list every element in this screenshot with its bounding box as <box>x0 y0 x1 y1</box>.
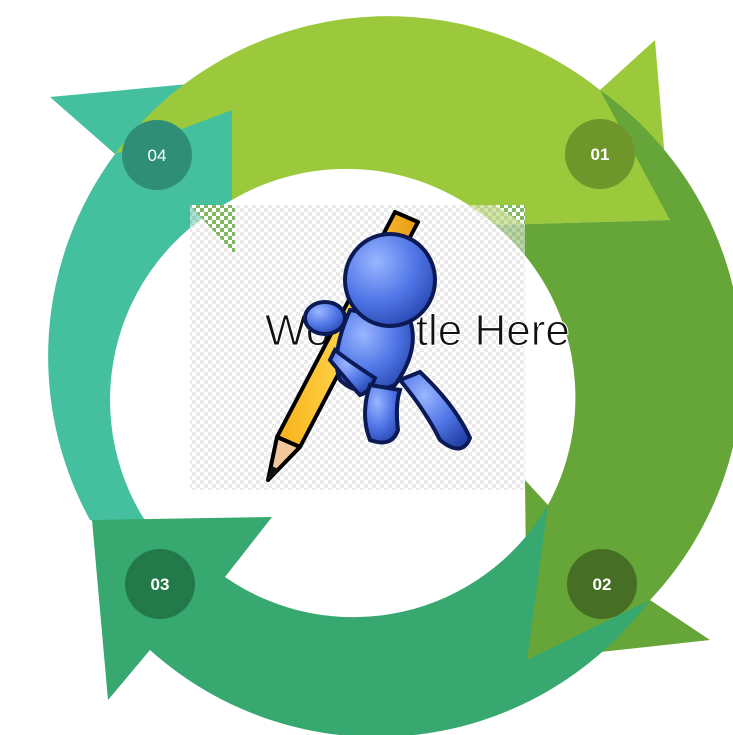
cycle-arrow-01 <box>115 16 670 226</box>
cycle-arrow-02 <box>495 90 733 660</box>
step-label-04: 04 <box>148 146 167 165</box>
center-clipart: Word Title Here <box>190 205 570 490</box>
checker-corner-right <box>495 205 525 225</box>
step-badge-01: 01 <box>565 119 635 189</box>
step-label-02: 02 <box>593 575 612 594</box>
person-figure-icon <box>303 232 473 451</box>
checker-corner-left <box>190 205 235 255</box>
step-label-03: 03 <box>151 575 170 594</box>
cycle-arrow-03 <box>92 505 650 735</box>
cycle-arrow-04 <box>48 80 232 535</box>
step-badge-02: 02 <box>567 549 637 619</box>
step-label-01: 01 <box>591 145 610 164</box>
step-badge-04: 04 <box>122 120 192 190</box>
step-badge-03: 03 <box>125 549 195 619</box>
